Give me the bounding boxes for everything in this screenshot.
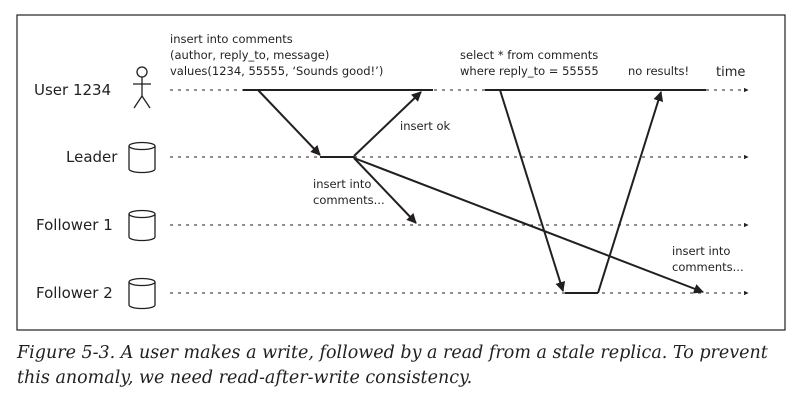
caption-line-2: this anomaly, we need read-after-write c…	[17, 368, 473, 388]
stick-figure-icon	[133, 66, 151, 109]
note-write-request-line3: values(1234, 55555, ‘Sounds good!’)	[170, 64, 383, 78]
note-read-request-line2: where reply_to = 55555	[460, 64, 599, 78]
arrow-replicate-follower2	[353, 157, 704, 294]
note-replicate-follower1-line1: insert into	[313, 177, 371, 191]
note-replicate-follower2-line1: insert into	[672, 244, 730, 258]
note-insert-ok: insert ok	[400, 119, 450, 133]
database-cylinder-icon	[128, 209, 156, 242]
note-read-request-line1: select * from comments	[460, 48, 598, 62]
arrow-insert-ok	[353, 91, 422, 157]
note-write-request-line2: (author, reply_to, message)	[170, 48, 329, 62]
diagram-border	[16, 14, 786, 331]
arrow-write-to-leader	[257, 89, 321, 156]
lane-label-user: User 1234	[34, 81, 111, 99]
note-write-request-line1: insert into comments	[170, 32, 293, 46]
database-cylinder-icon	[128, 277, 156, 310]
time-axis-label: time	[716, 65, 745, 80]
arrow-read-response	[597, 91, 664, 294]
lane-label-follower2: Follower 2	[36, 284, 113, 302]
caption-line-1: Figure 5-3. A user makes a write, follow…	[17, 343, 768, 363]
arrow-replicate-follower1	[353, 157, 417, 224]
note-read-response: no results!	[628, 64, 689, 78]
arrow-read-to-follower2	[499, 89, 566, 292]
lane-label-leader: Leader	[66, 148, 118, 166]
lane-label-follower1: Follower 1	[36, 216, 113, 234]
note-replicate-follower1-line2: comments...	[313, 193, 385, 207]
note-replicate-follower2-line2: comments...	[672, 260, 744, 274]
figure-caption: Figure 5-3. A user makes a write, follow…	[17, 341, 787, 391]
database-cylinder-icon	[128, 141, 156, 174]
